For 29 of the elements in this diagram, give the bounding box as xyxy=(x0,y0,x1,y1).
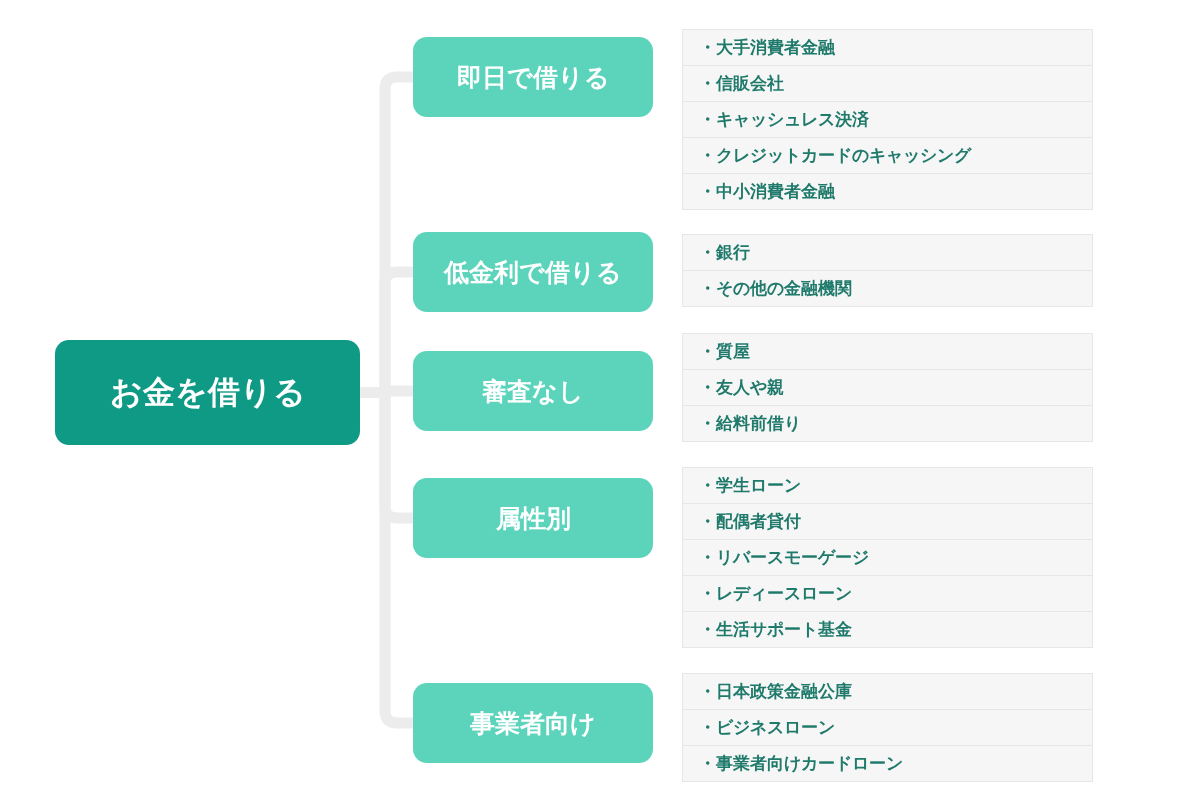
category-box: 即日で借りる xyxy=(413,37,653,117)
list-item: ・キャッシュレス決済 xyxy=(683,102,1092,138)
list-item: ・クレジットカードのキャッシング xyxy=(683,138,1092,174)
list-item: ・リバースモーゲージ xyxy=(683,540,1092,576)
list-box xyxy=(682,29,1093,210)
root-box: お金を借りる xyxy=(55,340,360,445)
list-item: ・レディースローン xyxy=(683,576,1092,612)
list-item: ・ビジネスローン xyxy=(683,710,1092,746)
list-item: ・学生ローン xyxy=(683,468,1092,504)
list-item: ・配偶者貸付 xyxy=(683,504,1092,540)
category-box: 属性別 xyxy=(413,478,653,558)
category-box: 事業者向け xyxy=(413,683,653,763)
list-item: ・生活サポート基金 xyxy=(698,618,853,641)
list-item: ・銀行 xyxy=(683,235,1092,271)
list-item: ・大手消費者金融 xyxy=(683,30,1092,66)
list-box xyxy=(682,234,1093,307)
list-item: ・給料前借り xyxy=(698,412,802,435)
list-item: ・信販会社 xyxy=(683,66,1092,102)
list-box xyxy=(682,467,1093,648)
list-box xyxy=(682,333,1093,442)
list-item: ・友人や親 xyxy=(683,370,1092,406)
category-box: 低金利で借りる xyxy=(413,232,653,312)
list-item: ・事業者向けカードローン xyxy=(698,752,904,775)
list-item: ・中小消費者金融 xyxy=(698,180,836,203)
list-box xyxy=(682,673,1093,782)
list-item: ・日本政策金融公庫 xyxy=(683,674,1092,710)
list-item: ・質屋 xyxy=(683,334,1092,370)
category-box: 審査なし xyxy=(413,351,653,431)
list-item: ・その他の金融機関 xyxy=(698,277,853,300)
